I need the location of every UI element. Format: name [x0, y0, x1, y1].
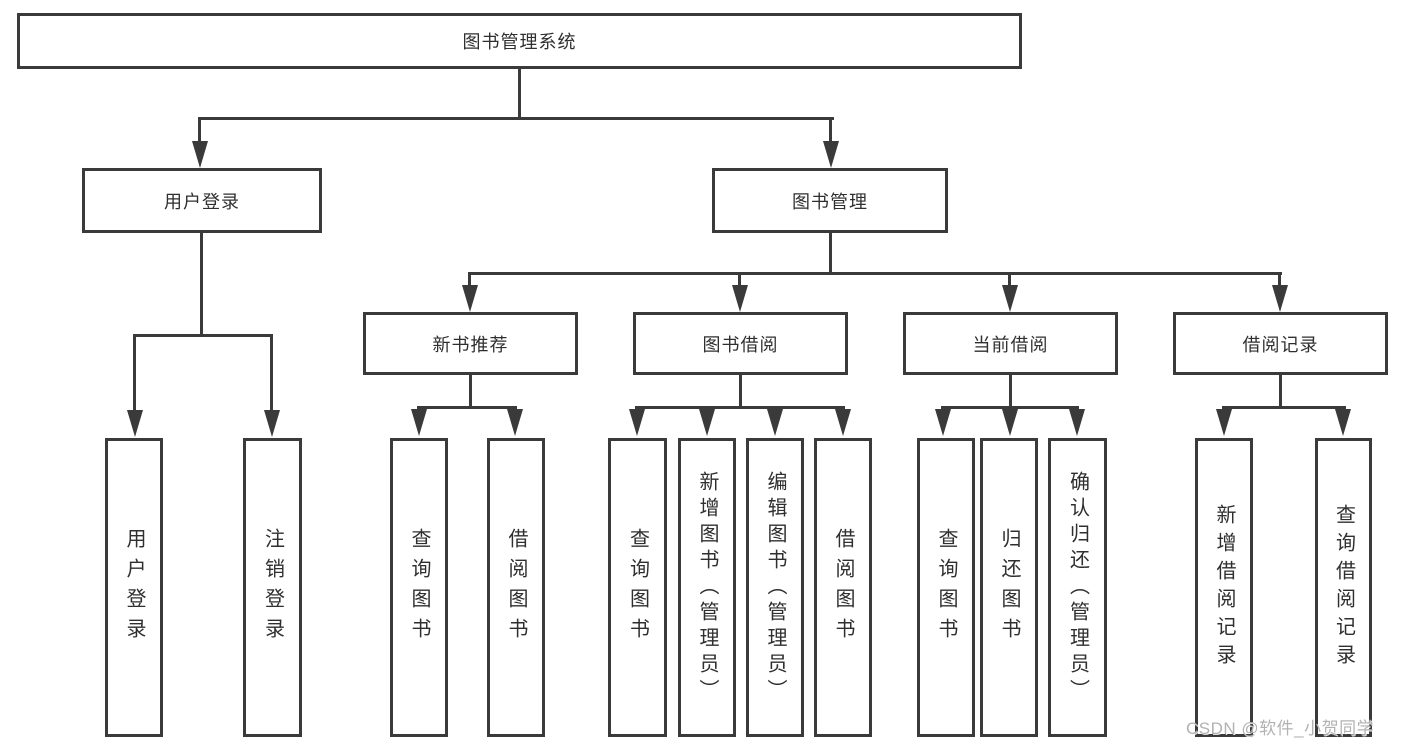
- node-leaf-br-query-record: 查询借阅记录: [1315, 438, 1372, 737]
- node-leaf-nb-query-books: 查询图书: [390, 438, 448, 737]
- connector-borrow-records-bus: [1222, 406, 1346, 409]
- node-leaf-cb-return-books: 归还图书: [980, 438, 1038, 737]
- arrowhead: [1069, 409, 1085, 436]
- connector-to-login-leaf: [133, 334, 136, 410]
- node-leaf-bb-borrow-books: 借阅图书: [814, 438, 872, 737]
- node-library-system: 图书管理系统: [17, 13, 1022, 69]
- node-book-management: 图书管理: [712, 168, 948, 233]
- connector-new-books-stem: [469, 375, 472, 409]
- node-leaf-cb-query-books: 查询图书: [917, 438, 975, 737]
- arrowhead: [264, 410, 280, 437]
- arrowhead: [1335, 409, 1351, 436]
- connector-borrow-records-stem: [1279, 375, 1282, 409]
- arrowhead: [823, 141, 839, 168]
- connector-to-borrow-records: [1278, 275, 1281, 286]
- node-current-borrow: 当前借阅: [903, 312, 1118, 375]
- arrowhead: [732, 285, 748, 312]
- connector-user-login-stem: [200, 233, 203, 334]
- arrowhead: [699, 409, 715, 436]
- arrowhead: [411, 409, 427, 436]
- connector-to-book-borrow: [738, 275, 741, 286]
- connector-root-bus: [198, 117, 834, 120]
- arrowhead: [507, 409, 523, 436]
- node-leaf-bb-query-books: 查询图书: [608, 438, 667, 737]
- node-leaf-bb-edit-books: 编辑图书（管理员）: [746, 438, 804, 737]
- arrowhead: [1272, 285, 1288, 312]
- connector-current-borrow-bus: [941, 406, 1079, 409]
- arrowhead: [767, 409, 783, 436]
- node-leaf-nb-borrow-books: 借阅图书: [487, 438, 545, 737]
- arrowhead: [935, 409, 951, 436]
- arrowhead: [1216, 409, 1232, 436]
- arrowhead: [462, 285, 478, 312]
- connector-book-management-bus: [468, 272, 1282, 275]
- node-leaf-user-login: 用户登录: [105, 438, 163, 737]
- connector-to-new-books: [468, 275, 471, 286]
- arrowhead: [1002, 285, 1018, 312]
- node-leaf-br-add-record: 新增借阅记录: [1195, 438, 1253, 737]
- connector-to-logout-leaf: [270, 334, 273, 410]
- node-borrow-records: 借阅记录: [1173, 312, 1388, 375]
- arrowhead: [629, 409, 645, 436]
- connector-book-borrow-stem: [739, 375, 742, 409]
- watermark: CSDN @软件_小贺同学: [1186, 719, 1375, 738]
- node-book-borrow: 图书借阅: [633, 312, 848, 375]
- connector-new-books-bus: [417, 406, 517, 409]
- connector-book-borrow-bus: [635, 406, 845, 409]
- arrowhead: [192, 141, 208, 168]
- arrowhead: [835, 409, 851, 436]
- connector-book-management-stem: [829, 233, 832, 275]
- arrowhead: [127, 410, 143, 437]
- node-leaf-bb-add-books: 新增图书（管理员）: [678, 438, 736, 737]
- node-new-book-recommend: 新书推荐: [363, 312, 578, 375]
- arrowhead: [1002, 409, 1018, 436]
- connector-to-book-management: [829, 117, 832, 142]
- connector-user-login-bus: [133, 334, 273, 337]
- node-user-login: 用户登录: [82, 168, 322, 233]
- connector-current-borrow-stem: [1009, 375, 1012, 409]
- connector-root-stem: [518, 69, 521, 118]
- connector-to-current-borrow: [1008, 275, 1011, 286]
- node-leaf-cb-confirm-return: 确认归还（管理员）: [1048, 438, 1107, 737]
- connector-to-user-login: [198, 117, 201, 142]
- node-leaf-logout: 注销登录: [243, 438, 302, 737]
